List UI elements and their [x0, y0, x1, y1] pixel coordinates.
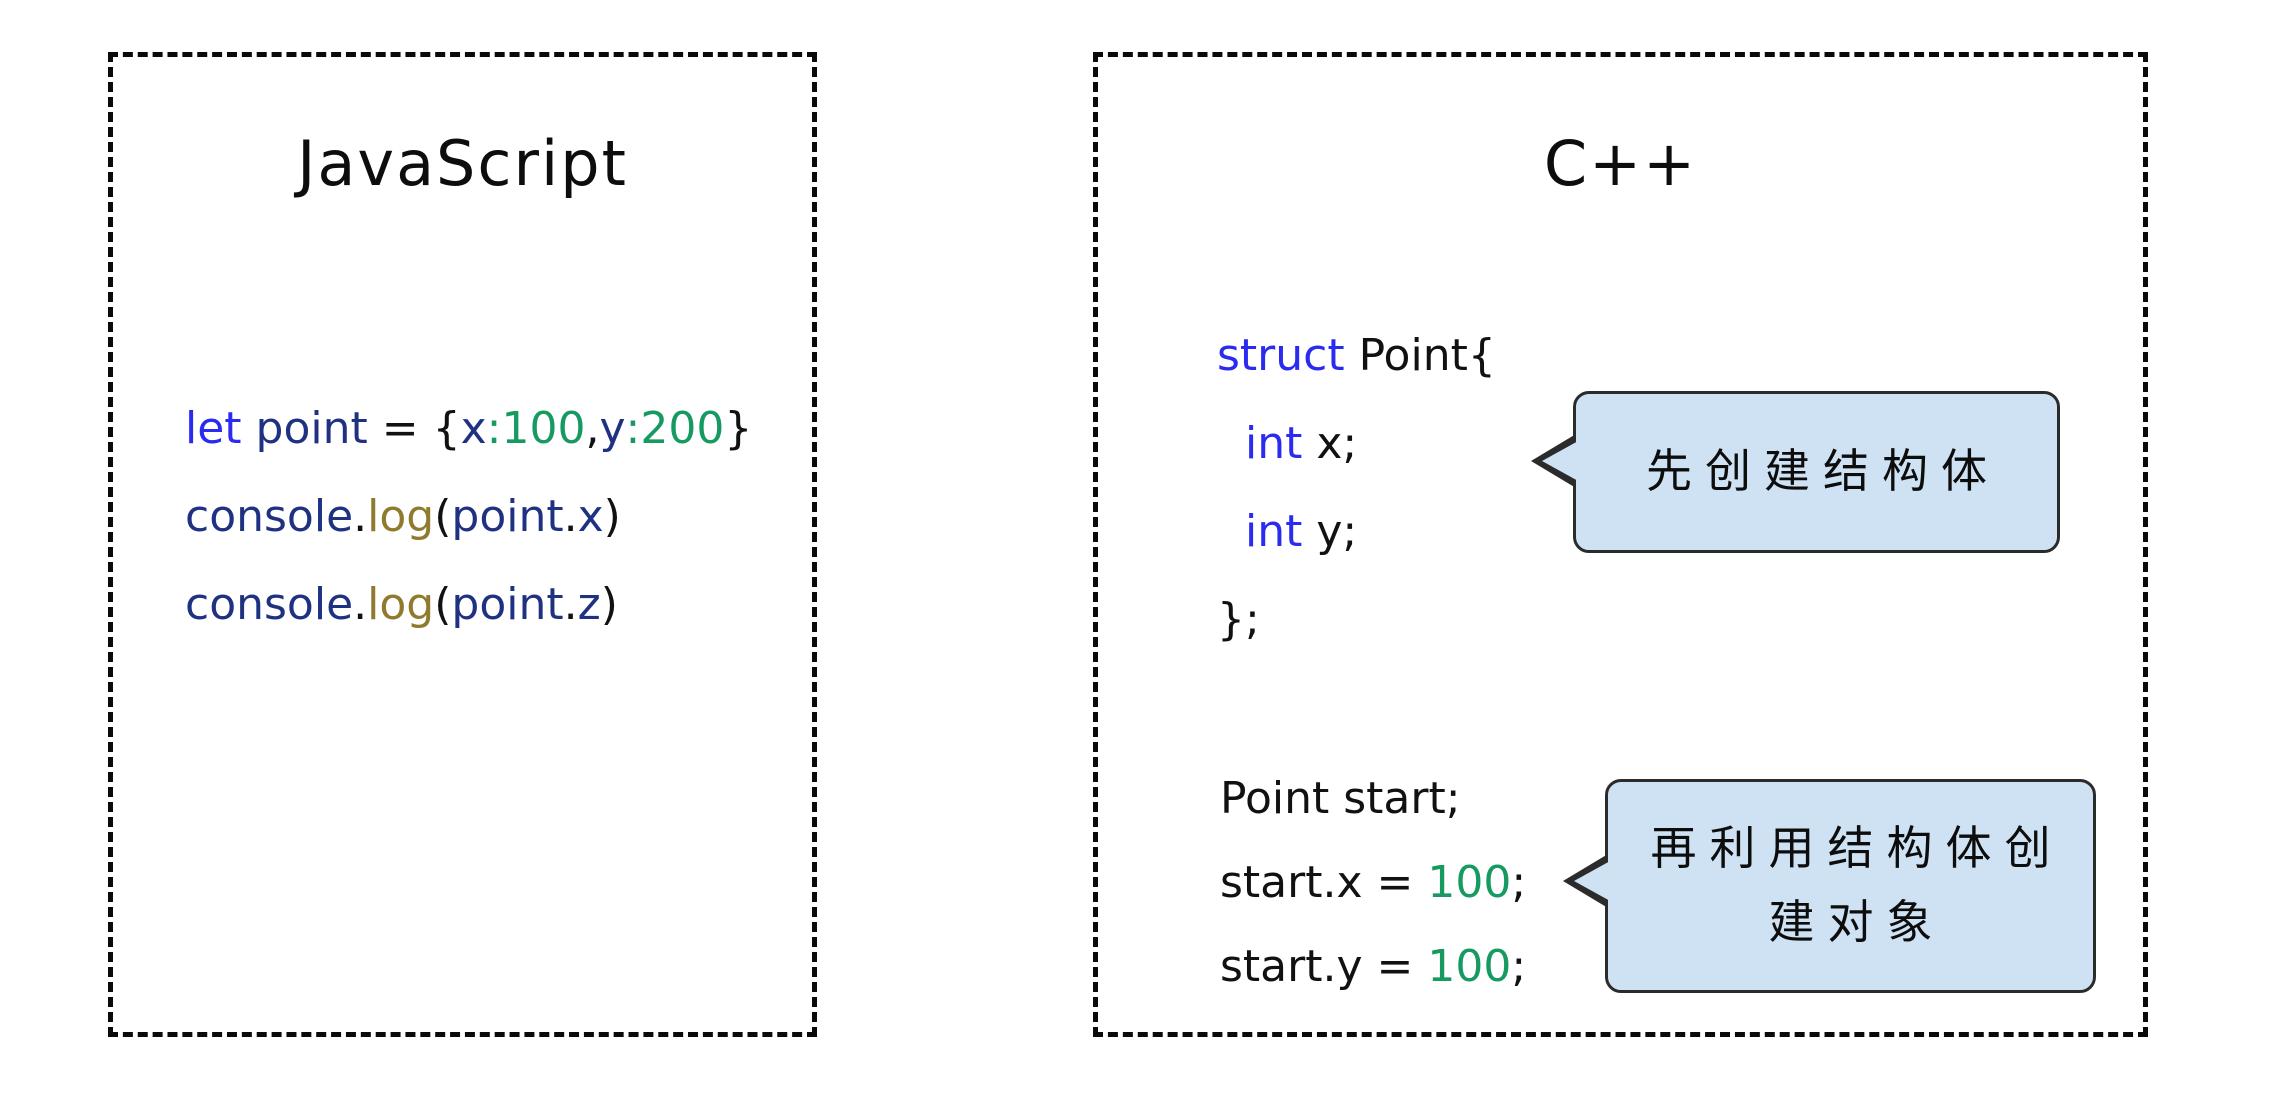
code-token: log	[367, 578, 435, 630]
code-token: let	[185, 402, 256, 454]
code-token: 100	[1427, 856, 1512, 908]
code-token: 200	[640, 402, 725, 454]
cpp-struct-code-block: struct Point{ int x; int y;};	[1217, 311, 1496, 663]
code-token: x	[577, 490, 604, 542]
javascript-panel-title: JavaScript	[297, 127, 628, 200]
code-token: Point{	[1358, 329, 1496, 381]
code-line: start.x = 100;	[1220, 840, 1526, 924]
callout-create-object-text-line2: 建对象	[1768, 895, 1946, 949]
code-token: ;	[1511, 856, 1527, 908]
code-token: .	[563, 578, 578, 630]
code-token: 100	[501, 402, 586, 454]
code-token: point	[255, 402, 368, 454]
callout-create-struct: 先创建结构体	[1531, 391, 2060, 553]
code-token: = {	[367, 402, 461, 454]
code-token: }	[724, 402, 753, 454]
code-token: )	[603, 490, 621, 542]
code-token: .	[353, 490, 368, 542]
callout-create-object: 再利用结构体创 建对象	[1563, 779, 2096, 993]
code-token: x;	[1316, 417, 1358, 469]
callout-create-struct-text: 先创建结构体	[1646, 444, 2000, 499]
code-token: int	[1244, 417, 1317, 469]
code-token: (	[434, 578, 452, 630]
code-token: point	[451, 578, 564, 630]
code-token: struct	[1217, 329, 1359, 381]
code-line: int y;	[1217, 487, 1496, 575]
code-token	[1217, 418, 1245, 469]
code-token: log	[367, 490, 435, 542]
code-token: point	[451, 490, 564, 542]
code-token: };	[1217, 593, 1260, 645]
code-token: )	[600, 578, 618, 630]
code-line: console.log(point.x)	[185, 472, 752, 560]
code-token: z	[577, 578, 601, 630]
code-token: int	[1244, 505, 1317, 557]
cpp-panel-title: C++	[1543, 127, 1698, 200]
code-line: start.y = 100;	[1220, 924, 1526, 1008]
code-token: console	[185, 490, 354, 542]
code-line: Point start;	[1220, 756, 1526, 840]
code-token: console	[185, 578, 354, 630]
code-token: (	[434, 490, 452, 542]
panel-javascript: JavaScript let point = {x:100,y:200}cons…	[108, 52, 817, 1037]
code-token: .	[353, 578, 368, 630]
code-token: :	[486, 402, 502, 454]
code-token: y;	[1316, 505, 1358, 557]
code-line: let point = {x:100,y:200}	[185, 384, 752, 472]
panel-cpp: C++ struct Point{ int x; int y;}; Point …	[1093, 52, 2148, 1037]
code-line: };	[1217, 575, 1496, 663]
code-token: ,	[585, 402, 600, 454]
code-token: .	[563, 490, 578, 542]
code-token: Point start;	[1220, 772, 1461, 824]
code-token: start.y =	[1220, 940, 1428, 992]
javascript-code-block: let point = {x:100,y:200}console.log(poi…	[185, 384, 752, 648]
callout-create-object-text-line1: 再利用结构体创	[1650, 821, 2064, 876]
code-line: struct Point{	[1217, 311, 1496, 399]
cpp-usage-code-block: Point start;start.x = 100;start.y = 100;	[1220, 756, 1526, 1008]
code-token: x	[460, 402, 487, 454]
code-line: int x;	[1217, 399, 1496, 487]
code-token: start.x =	[1220, 856, 1428, 908]
code-token: y	[599, 402, 626, 454]
code-token: ;	[1511, 940, 1527, 992]
code-token: :	[625, 402, 641, 454]
code-token: 100	[1427, 940, 1512, 992]
code-token	[1217, 506, 1245, 557]
code-line: console.log(point.z)	[185, 560, 752, 648]
